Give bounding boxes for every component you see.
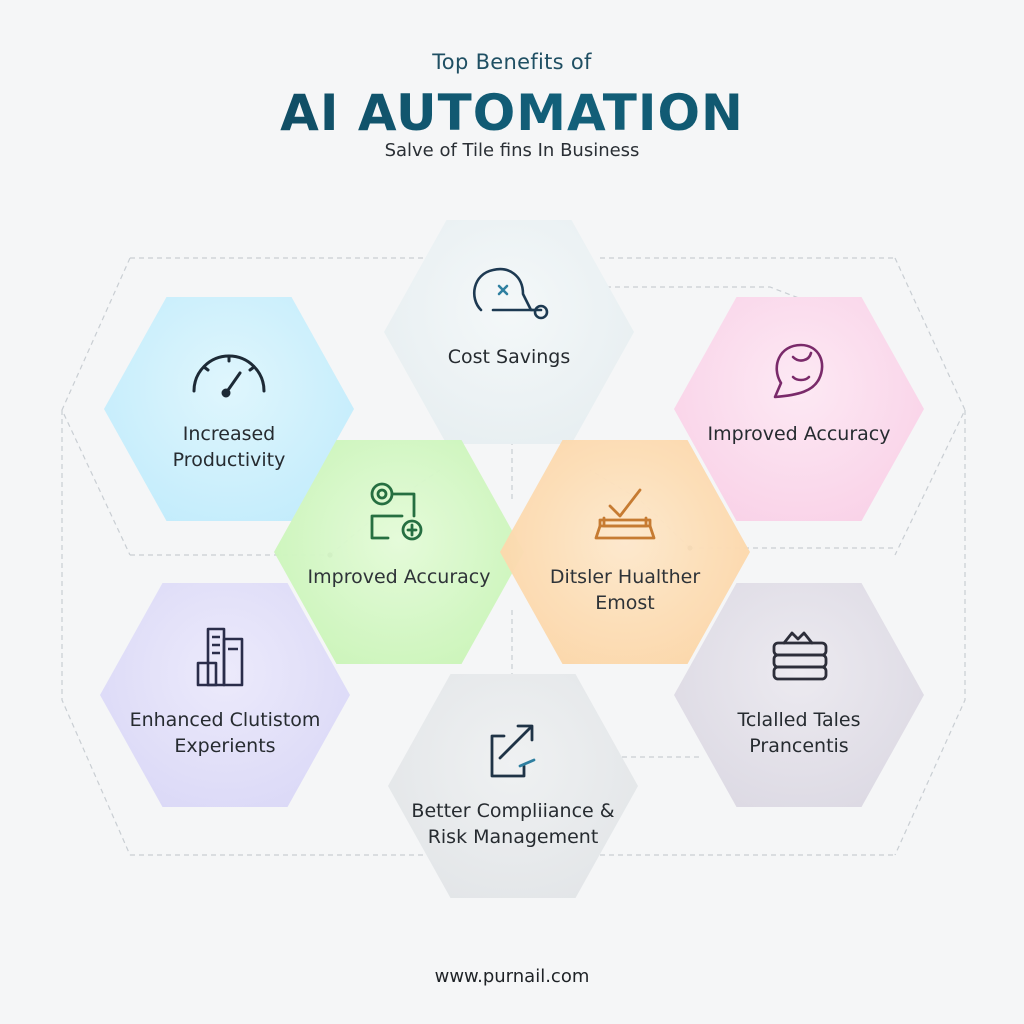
page-title: AI AUTOMATION <box>0 84 1024 142</box>
hex-label: Increased Productivity <box>172 423 286 471</box>
hex-label: Cost Savings <box>447 346 571 368</box>
server-stack-icon <box>674 623 924 693</box>
document-stack-icon <box>100 623 350 693</box>
hex-label: Better Compliiance & Risk Management <box>411 800 615 848</box>
checkbox-tray-icon <box>500 480 750 550</box>
hex-tclalled-tales-prancentis: Tclalled Tales Prancentis <box>674 583 924 807</box>
robot-hand-icon <box>384 260 634 330</box>
hex-ditsler-hualther-emost: Ditsler Hualther Emost <box>500 440 750 664</box>
hex-label: Enhanced Clutistom Experients <box>129 709 321 757</box>
page-subtitle: Salve of Tile fins In Business <box>384 140 640 161</box>
export-arrow-icon <box>388 714 638 784</box>
speedometer-icon <box>104 337 354 407</box>
hex-improved-accuracy-pink: Improved Accuracy <box>674 297 924 521</box>
hex-label: Improved Accuracy <box>307 566 491 588</box>
hex-label: Ditsler Hualther Emost <box>549 566 701 614</box>
flow-gear-icon <box>274 480 524 550</box>
hex-label: Improved Accuracy <box>707 423 891 445</box>
hex-label: Tclalled Tales Prancentis <box>737 709 861 757</box>
footer-url[interactable]: www.purnail.com <box>434 966 590 987</box>
face-chat-icon <box>674 337 924 407</box>
kicker-text: Top Benefits of <box>432 50 592 74</box>
